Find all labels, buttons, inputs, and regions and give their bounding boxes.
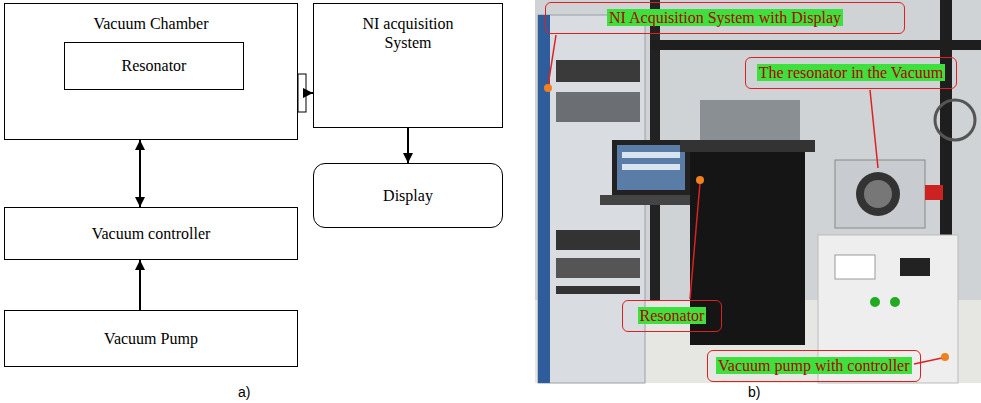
leader-dot <box>941 353 949 361</box>
vacuum-chamber <box>835 160 925 228</box>
leader-line <box>914 358 942 364</box>
node-text: NI acquisition System <box>348 14 468 52</box>
pump-meter <box>900 258 930 276</box>
connector-arrow <box>139 260 141 310</box>
chamber-valve <box>925 185 943 200</box>
connector-arrow <box>306 92 313 94</box>
node-text: Vacuum Chamber <box>93 15 208 32</box>
callout-box: Vacuum pump with controller <box>707 350 921 382</box>
node-text: Vacuum pump with controller <box>716 357 912 374</box>
node-text: Vacuum Pump <box>104 329 198 348</box>
table-top <box>680 140 815 152</box>
callout-box: Resonator <box>622 300 722 332</box>
panel-label: a) <box>238 384 250 400</box>
pump-button <box>890 297 900 307</box>
process-box: Vacuum controller <box>4 207 298 260</box>
black-table <box>690 152 805 345</box>
connector-arrow <box>407 128 409 163</box>
screen-bar <box>622 152 680 158</box>
rack-instrument <box>556 60 640 82</box>
display-box: Display <box>313 163 503 228</box>
node-text: The resonator in the Vacuum <box>757 64 946 81</box>
rack-instrument <box>556 258 640 278</box>
laptop-screen <box>612 140 690 195</box>
rack-instrument <box>556 286 640 294</box>
leader-dot <box>544 84 552 92</box>
screen-bar <box>622 164 680 170</box>
node-text: Resonator <box>638 307 707 324</box>
chamber-window <box>856 172 900 216</box>
node-text: Vacuum controller <box>92 224 211 243</box>
rack-side <box>538 15 550 383</box>
rack-instrument <box>556 230 640 250</box>
chamber-window <box>864 180 892 208</box>
frame-beam <box>650 40 981 50</box>
pump-button <box>870 297 880 307</box>
bench-instruments <box>700 100 800 140</box>
process-box: NI acquisition System <box>313 3 503 128</box>
node-text: NI Acquisition System with Display <box>607 9 843 26</box>
chamber-box: Vacuum ChamberResonator <box>4 3 298 140</box>
photo-wall <box>535 0 981 383</box>
laptop-display <box>617 145 685 190</box>
callout-box: NI Acquisition System with Display <box>545 2 905 34</box>
chamber-port <box>298 74 306 112</box>
node-text: Display <box>383 186 433 205</box>
leader-line <box>870 90 878 168</box>
process-box: Vacuum Pump <box>4 310 298 367</box>
process-box: Resonator <box>64 42 244 90</box>
leader-line <box>548 35 556 86</box>
connector-arrow <box>139 140 141 207</box>
node-text: Resonator <box>122 56 187 75</box>
cable-coil <box>935 100 975 140</box>
rack-instrument <box>556 92 640 122</box>
callout-box: The resonator in the Vacuum <box>745 57 957 89</box>
leader-line <box>690 183 700 299</box>
leader-dot <box>696 176 704 184</box>
laptop-tray <box>600 195 700 205</box>
pump-panel <box>835 255 875 279</box>
panel-label: b) <box>748 384 760 400</box>
